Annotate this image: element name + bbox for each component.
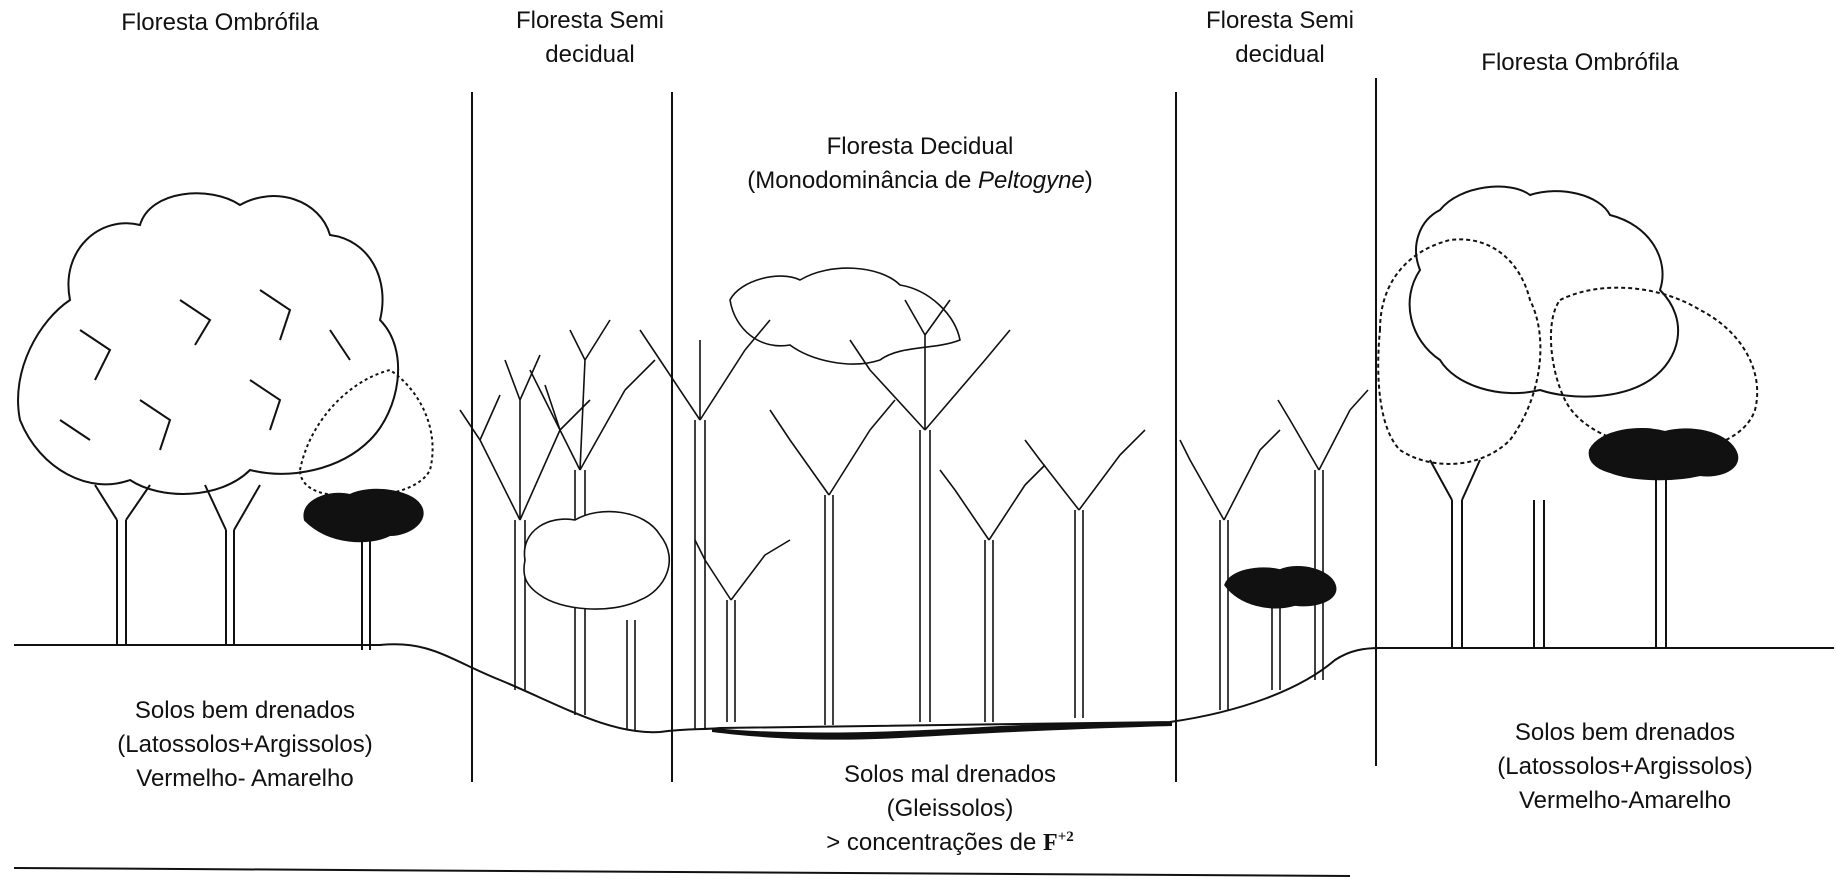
zone-title-decidual-line2-prefix: (Monodominância de — [747, 167, 978, 194]
trees-right-semidecidual — [1180, 390, 1368, 710]
tree-trunk-right-2 — [1534, 500, 1544, 648]
zone-title-decidual-line2-italic: Peltogyne — [978, 167, 1085, 194]
tree-branches-decidual-5 — [940, 465, 1045, 722]
trees-left-ombrofila — [18, 193, 433, 650]
soil-label-center: Solos mal drenados (Gleissolos) > concen… — [800, 758, 1100, 860]
tree-branches-decidual-4 — [850, 300, 1010, 722]
trees-right-ombrofila — [1378, 187, 1757, 648]
soil-label-right-line2: (Latossolos+Argissolos) — [1480, 750, 1770, 784]
tree-canopy-dark-1 — [304, 490, 422, 541]
zone-title-right-semidecidual: Floresta Semi decidual — [1190, 4, 1370, 72]
soil-label-right-line1: Solos bem drenados — [1480, 716, 1770, 750]
tree-canopy-dark-right — [1590, 429, 1738, 479]
soil-label-center-superscript: +2 — [1058, 829, 1074, 845]
tree-canopy-outline-1 — [18, 193, 398, 494]
tree-trunk-right-1 — [1430, 460, 1480, 648]
soil-label-center-line3-prefix: > concentrações de — [826, 829, 1043, 856]
tree-branches-decidual-1 — [640, 320, 770, 730]
zone-title-decidual: Floresta Decidual (Monodominância de Pel… — [700, 130, 1140, 198]
soil-label-right-line3: Vermelho-Amarelho — [1480, 784, 1770, 818]
tree-branches-right-semi-3 — [1278, 390, 1368, 680]
soil-label-left-line1: Solos bem drenados — [100, 694, 390, 728]
baseline — [14, 868, 1350, 876]
soil-label-left: Solos bem drenados (Latossolos+Argissolo… — [100, 694, 390, 796]
soil-label-center-line3: > concentrações de F+2 — [800, 826, 1100, 860]
tree-branches-decidual-6 — [1025, 430, 1145, 718]
tree-trunk-3 — [362, 535, 370, 650]
zone-title-left-semidecidual: Floresta Semi decidual — [500, 4, 680, 72]
zone-title-decidual-line2-suffix: ) — [1085, 167, 1093, 194]
zone-title-right-ombrofila: Floresta Ombrófila — [1460, 46, 1700, 80]
trees-left-semidecidual — [460, 320, 669, 730]
zone-title-decidual-line2: (Monodominância de Peltogyne) — [700, 164, 1140, 198]
trees-decidual — [640, 268, 1145, 730]
tree-canopy-dark-right-semi — [1225, 567, 1336, 608]
soil-label-center-symbol: F — [1043, 830, 1058, 856]
soil-label-center-line1: Solos mal drenados — [800, 758, 1100, 792]
zone-title-right-semidecidual-line1: Floresta Semi — [1190, 4, 1370, 38]
zone-title-right-semidecidual-line2: decidual — [1190, 38, 1370, 72]
soil-label-center-line2: (Gleissolos) — [800, 792, 1100, 826]
soil-label-right: Solos bem drenados (Latossolos+Argissolo… — [1480, 716, 1770, 818]
soil-label-left-line2: (Latossolos+Argissolos) — [100, 728, 390, 762]
tree-canopy-outline-semi — [524, 512, 669, 609]
zone-title-left-semidecidual-line1: Floresta Semi — [500, 4, 680, 38]
tree-trunk-1 — [95, 485, 150, 645]
zone-title-right-ombrofila-text: Floresta Ombrófila — [1460, 46, 1700, 80]
zone-title-decidual-line1: Floresta Decidual — [700, 130, 1140, 164]
soil-label-left-line3: Vermelho- Amarelho — [100, 762, 390, 796]
zone-title-left-semidecidual-line2: decidual — [500, 38, 680, 72]
tree-trunk-semi-3 — [627, 620, 635, 730]
tree-branches-decidual-2 — [695, 540, 790, 722]
tree-branches-decidual-3 — [770, 400, 895, 725]
zone-title-left-ombrofila-text: Floresta Ombrófila — [100, 6, 340, 40]
tree-canopy-outline-right — [1410, 187, 1679, 397]
tree-trunk-2 — [205, 485, 260, 645]
tree-trunk-right-semi-2 — [1272, 605, 1280, 690]
zone-title-left-ombrofila: Floresta Ombrófila — [100, 6, 340, 40]
